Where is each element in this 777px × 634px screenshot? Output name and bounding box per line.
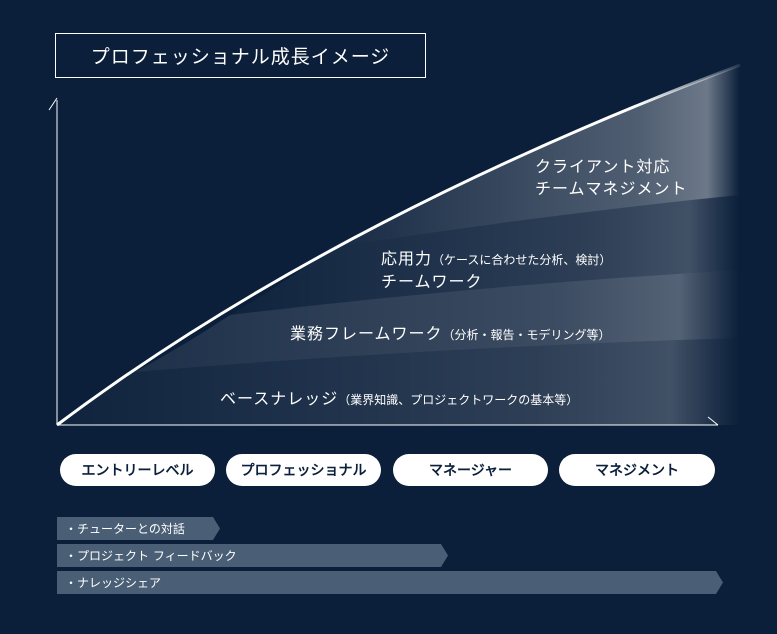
layer-applied-sub: （ケースに合わせた分析、検討） (432, 253, 612, 267)
stage-pill-management: マネジメント (559, 454, 715, 486)
layer-management-line2: チームマネジメント (535, 179, 688, 198)
support-bar-tutor-label: ・チューターとの対話 (65, 522, 185, 536)
support-bar-feedback: ・プロジェクト フィードバック (57, 544, 448, 567)
career-stages: エントリーレベル プロフェッショナル マネージャー マネジメント (60, 454, 717, 486)
layer-management-line1: クライアント対応 (535, 157, 671, 176)
layer-applied-main: 応用力 (381, 249, 433, 268)
layer-band-base (57, 338, 740, 425)
growth-curve (56, 63, 741, 427)
stage-pill-professional: プロフェッショナル (226, 454, 381, 486)
layer-band-management (330, 65, 740, 248)
layer-band-framework (135, 270, 740, 372)
stage-pill-entry: エントリーレベル (60, 454, 215, 486)
stage-pill-manager: マネージャー (393, 454, 548, 486)
diagram-title: プロフェッショナル成長イメージ (55, 33, 426, 78)
layer-framework-sub: （分析・報告・モデリング等） (442, 328, 611, 342)
support-bar-knowledge-label: ・ナレッジシェア (65, 576, 162, 590)
layer-label-framework: 業務フレームワーク（分析・報告・モデリング等） (290, 320, 611, 344)
support-bar-tutor: ・チューターとの対話 (57, 517, 220, 540)
layer-applied-line2: チームワーク (381, 272, 483, 291)
layer-base-sub: （業界知識、プロジェクトワークの基本等） (338, 393, 579, 407)
layer-label-base: ベースナレッジ（業界知識、プロジェクトワークの基本等） (220, 385, 578, 409)
support-bar-tutor-shape (57, 517, 220, 540)
layer-label-applied: 応用力（ケースに合わせた分析、検討） チームワーク (381, 248, 611, 293)
support-bar-feedback-shape (57, 544, 448, 567)
layer-framework-main: 業務フレームワーク (290, 324, 443, 343)
layer-band-applied (230, 195, 740, 315)
support-bar-knowledge: ・ナレッジシェア (57, 571, 723, 594)
support-bar-knowledge-shape (57, 571, 723, 594)
support-bar-feedback-label: ・プロジェクト フィードバック (65, 549, 237, 563)
y-axis-arrow (48, 97, 58, 111)
layer-base-main: ベースナレッジ (220, 389, 339, 408)
layer-label-management: クライアント対応 チームマネジメント (535, 156, 688, 200)
